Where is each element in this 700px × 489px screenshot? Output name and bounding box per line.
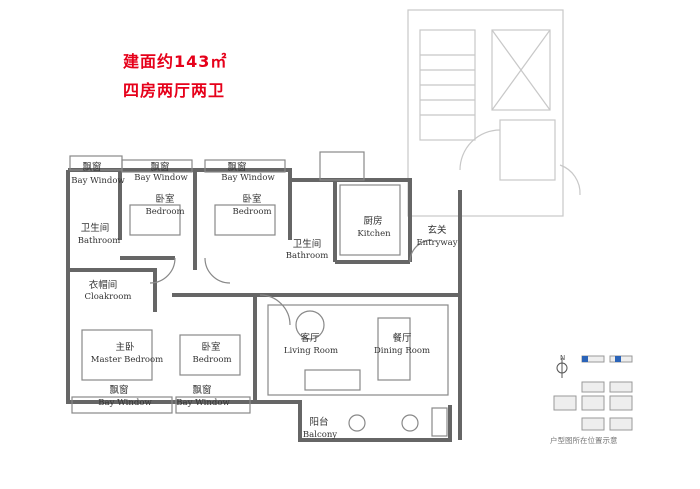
compass-north-label: N [560,354,565,362]
bay-window-tl-cn: 飘窗 [82,161,101,173]
balcony-en: Balcony [303,430,337,440]
key-plan [553,355,633,431]
key-plan-caption: 户型图所在位置示意 [550,435,618,445]
entryway-cn: 玄关 [427,224,447,236]
bay-window-t2-cn: 飘窗 [150,161,169,173]
bay-window-t3-cn: 飘窗 [227,161,246,173]
master-bedroom-en: Master Bedroom [91,355,163,365]
key-plan-highlight-2 [615,356,621,362]
bedroom-3-cn: 卧室 [201,341,220,353]
key-plan-highlight-1 [582,356,588,362]
layout-heading: 四房两厅两卫 [123,81,226,100]
stair-core-outline [407,9,581,217]
kitchen-cn: 厨房 [363,215,382,227]
bay-window-t3-en: Bay Window [221,173,275,183]
living-room-en: Living Room [284,346,338,356]
dining-room-cn: 餐厅 [392,332,412,344]
dining-room-en: Dining Room [374,346,430,356]
walls [66,168,462,442]
compass [556,358,568,378]
cloakroom-en: Cloakroom [85,292,132,302]
bay-window-b1-en: Bay Window [98,398,152,408]
bedroom-2-en: Bedroom [232,207,271,217]
bay-window-tl-en: Bay Window [71,176,125,186]
bedroom-2-cn: 卧室 [242,193,261,205]
bathroom-1-en: Bathroom [78,236,121,246]
bedroom-3-en: Bedroom [192,355,231,365]
master-bedroom-cn: 主卧 [115,341,135,353]
bedroom-1-en: Bedroom [145,207,184,217]
bay-window-t2-en: Bay Window [134,173,188,183]
bathroom-1-cn: 卫生间 [81,222,110,234]
bay-window-b1-cn: 飘窗 [109,384,128,396]
balcony-cn: 阳台 [309,416,328,428]
entryway-en: Entryway [416,238,457,248]
thin-walls [69,151,449,437]
bathroom-2-cn: 卫生间 [293,238,322,250]
area-heading: 建面约143㎡ [123,52,228,71]
living-room-cn: 客厅 [300,332,320,344]
bedroom-1-cn: 卧室 [155,193,174,205]
cloakroom-cn: 衣帽间 [89,279,118,291]
kitchen-en: Kitchen [357,229,391,239]
bay-window-b2-en: Bay Window [176,398,230,408]
room-labels: 飘窗 Bay Window 飘窗 Bay Window 飘窗 Bay Windo… [71,161,457,440]
bathroom-2-en: Bathroom [286,251,329,261]
bay-window-b2-cn: 飘窗 [192,384,211,396]
